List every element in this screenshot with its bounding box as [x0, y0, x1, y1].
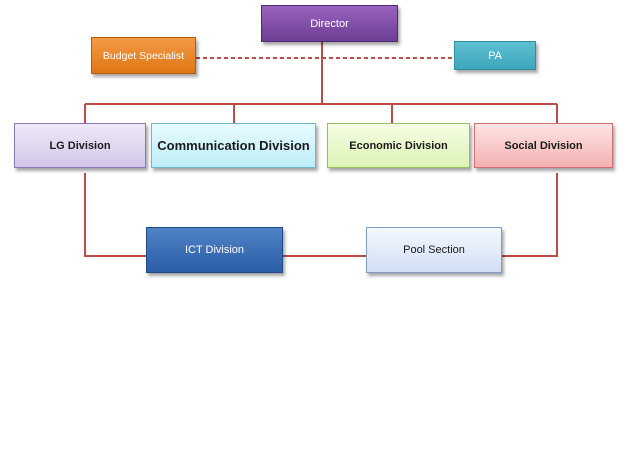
- pool-section-label: Pool Section: [403, 244, 465, 256]
- ict-division-box: ICT Division: [146, 227, 283, 273]
- social-division-box: Social Division: [474, 123, 613, 168]
- pa-box: PA: [454, 41, 536, 70]
- pool-to-social-connector: [502, 173, 558, 257]
- ict-division-label: ICT Division: [184, 244, 245, 256]
- economic-division-label: Economic Division: [349, 139, 448, 152]
- lg-to-ict-connector: [84, 173, 146, 257]
- budget-specialist-box: Budget Specialist: [91, 37, 196, 74]
- director-label: Director: [310, 17, 349, 30]
- communication-division-box: Communication Division: [151, 123, 316, 168]
- lg-division-box: LG Division: [14, 123, 146, 168]
- economic-division-box: Economic Division: [327, 123, 470, 168]
- director-box: Director: [261, 5, 398, 42]
- pa-label: PA: [488, 49, 502, 62]
- communication-division-label: Communication Division: [157, 138, 310, 153]
- lg-division-label: LG Division: [49, 139, 111, 152]
- budget-specialist-label: Budget Specialist: [102, 49, 185, 62]
- pool-section-box: Pool Section: [366, 227, 502, 273]
- social-division-label: Social Division: [504, 139, 583, 152]
